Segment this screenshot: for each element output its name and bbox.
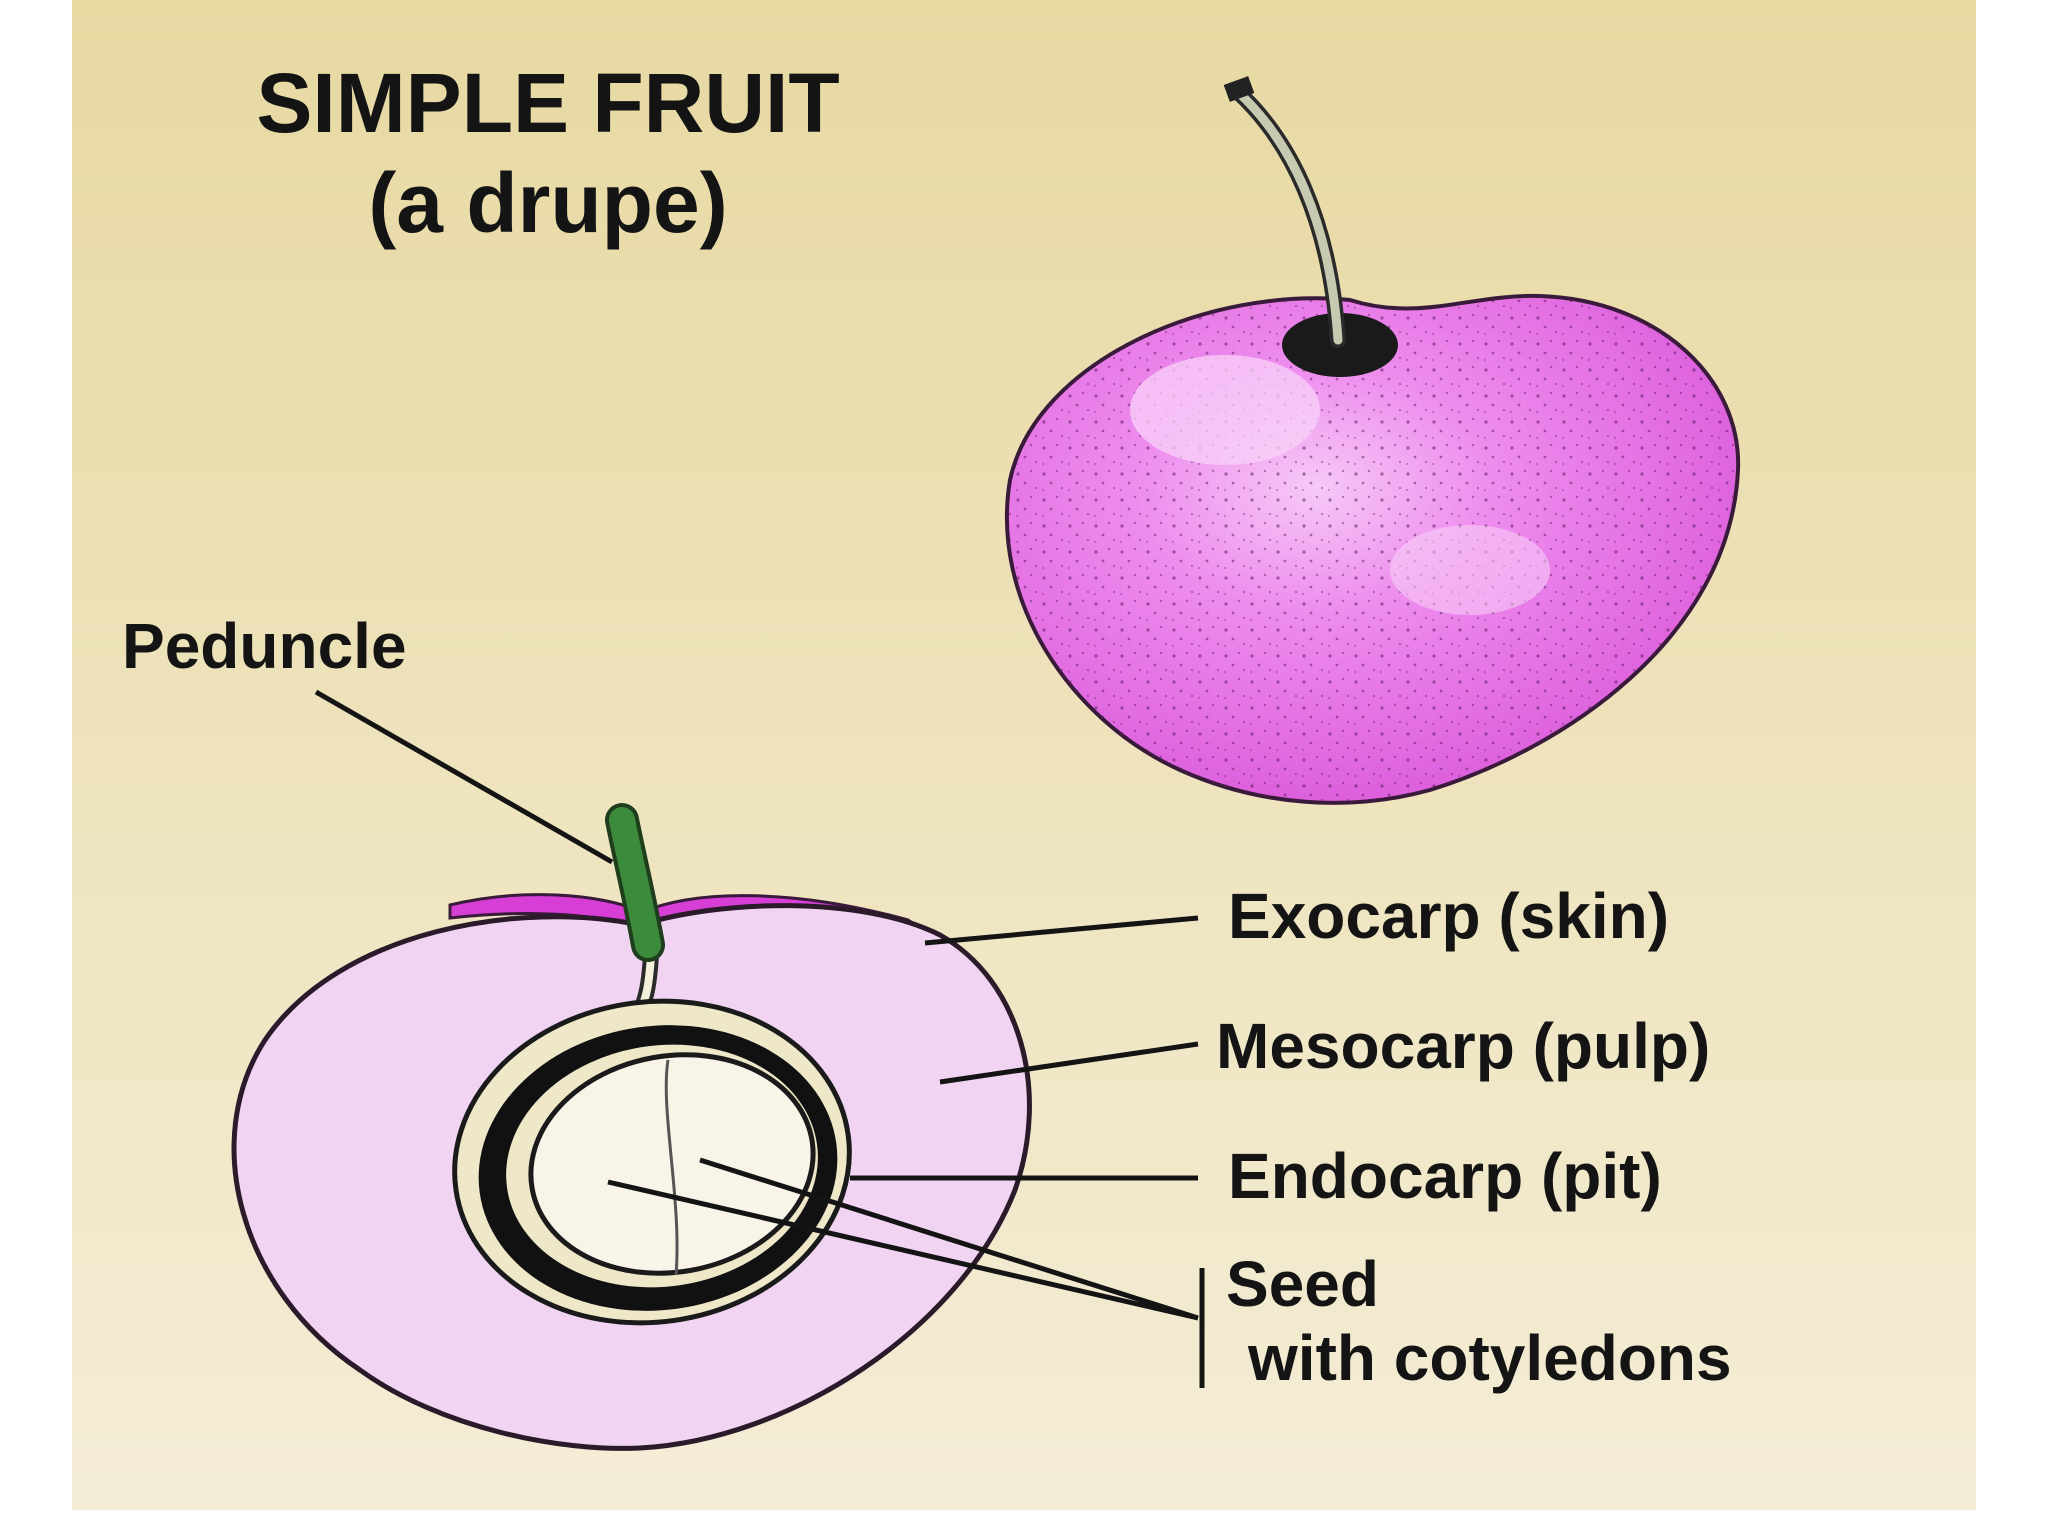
cotyledon-divider — [664, 1059, 679, 1276]
label-peduncle: Peduncle — [122, 610, 407, 682]
label-seed: Seed — [1226, 1248, 1379, 1320]
title-line-2: (a drupe) — [368, 156, 727, 250]
whole-fruit — [1004, 76, 1741, 805]
seed-leader-2 — [699, 1157, 1199, 1321]
mesocarp-leader — [939, 1041, 1199, 1085]
seed-leader-1 — [607, 1179, 1199, 1321]
stem-tip — [1223, 76, 1255, 102]
fruit-highlight — [1130, 355, 1320, 465]
label-endocarp: Endocarp (pit) — [1228, 1140, 1662, 1212]
label-seed-cotyledons: with cotyledons — [1247, 1322, 1732, 1394]
leader-lines — [314, 689, 1205, 1388]
title-line-1: SIMPLE FRUIT — [256, 56, 839, 150]
peduncle-stem — [609, 807, 661, 958]
peduncle-leader — [314, 689, 614, 865]
exocarp-leader — [924, 915, 1199, 946]
fruit-highlight-2 — [1390, 525, 1550, 615]
label-mesocarp: Mesocarp (pulp) — [1216, 1010, 1710, 1082]
label-exocarp: Exocarp (skin) — [1228, 880, 1669, 952]
whole-fruit-stem — [1233, 87, 1343, 345]
